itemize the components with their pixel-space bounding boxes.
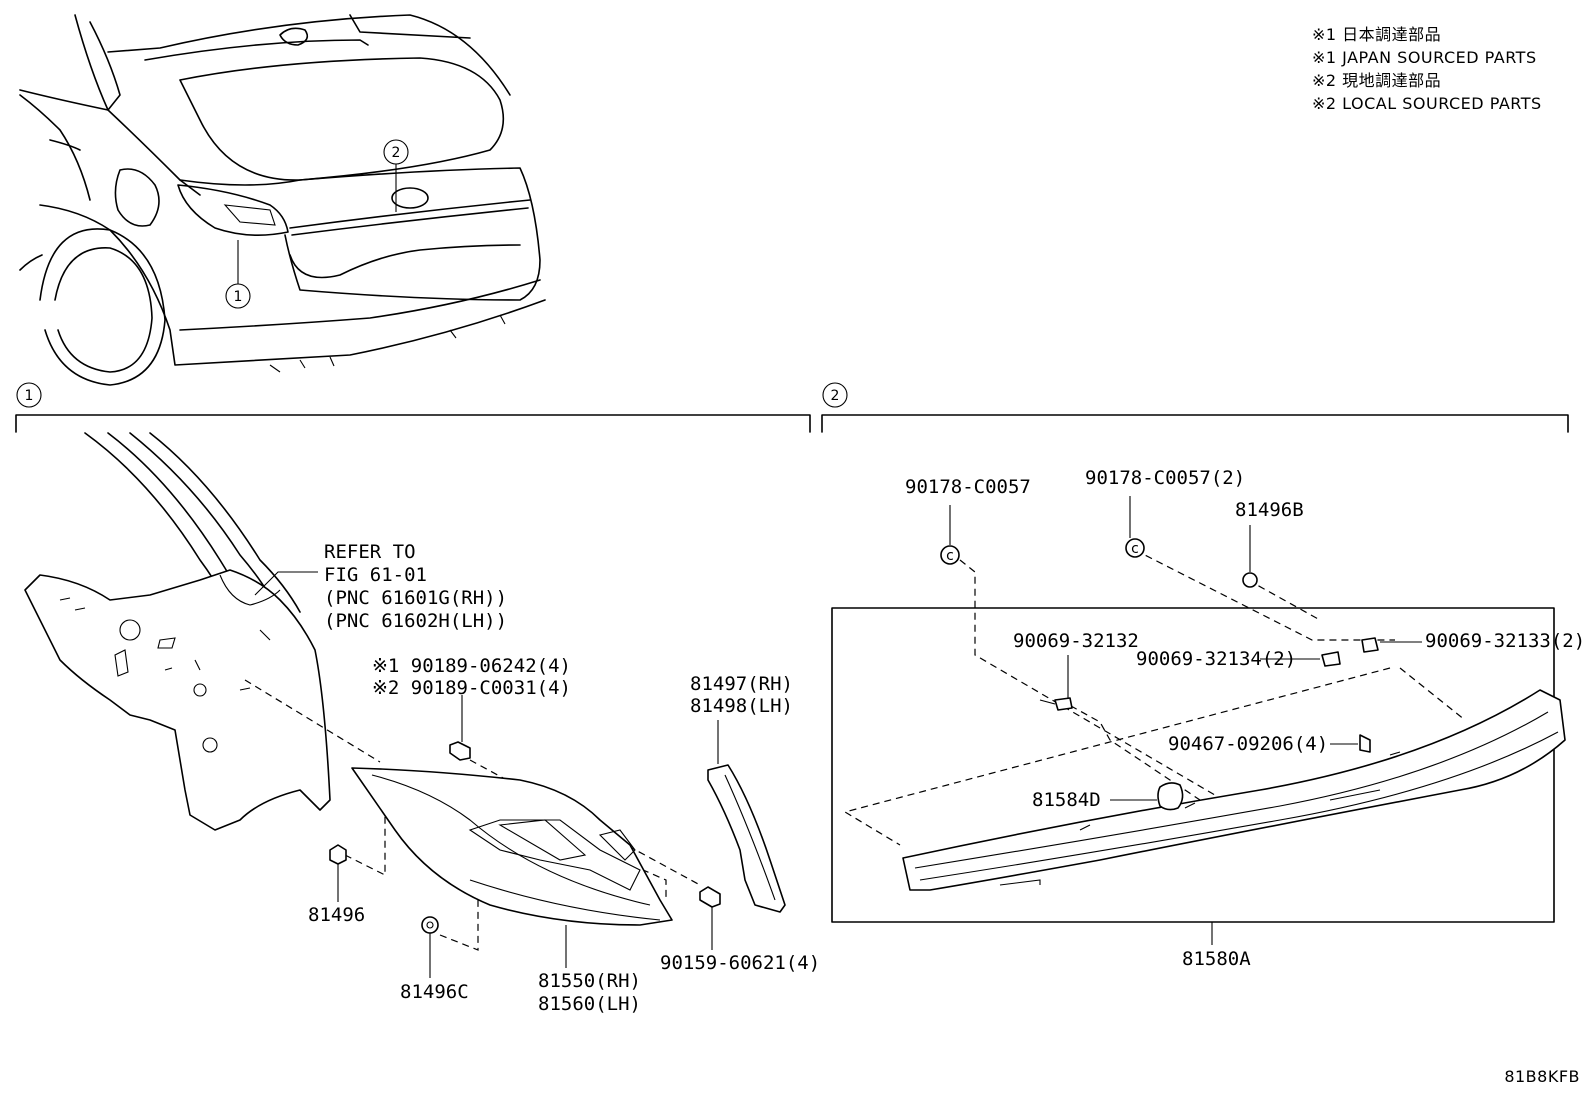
label-81580A: 81580A [1182,948,1251,970]
section-1-header: 1 [15,382,811,433]
figure-code: 81B8KFB [1504,1067,1580,1086]
label-90467-09206: 90467-09206(4) [1168,733,1328,755]
label-81550: 81550(RH) [538,970,641,992]
clip-90069-32134 [1260,651,1341,667]
note-japan-en: ※1 JAPAN SOURCED PARTS [1312,48,1537,67]
label-90189-06242: ※1 90189-06242(4) [372,655,571,677]
label-90069-32132: 90069-32132 [1013,630,1139,652]
vehicle-rear-overview: 1 2 [19,14,546,386]
note-local-jp: ※2 現地調達部品 [1312,71,1441,90]
clip-81496B [1242,525,1258,588]
label-81496B: 81496B [1235,499,1304,521]
note-local-en: ※2 LOCAL SOURCED PARTS [1312,94,1542,113]
svg-text:c: c [1131,541,1139,557]
label-90189-C0031: ※2 90189-C0031(4) [372,677,571,699]
section-1-drawing: REFER TO FIG 61-01 (PNC 61601G(RH)) (PNC… [24,432,820,1015]
refer-line-1: REFER TO [324,541,416,563]
label-90069-32134: 90069-32134(2) [1136,648,1296,670]
refer-line-3: (PNC 61601G(RH)) [324,587,507,609]
screw-90467-09206 [1330,734,1371,753]
clip-81496C [421,916,439,978]
sourcing-notes: ※1 日本調達部品 ※1 JAPAN SOURCED PARTS ※2 現地調達… [1312,25,1542,113]
svg-text:c: c [946,548,954,564]
label-81584D: 81584D [1032,789,1101,811]
overview-callout-2: 2 [392,145,401,161]
overview-callout-1: 1 [234,289,243,305]
label-81496: 81496 [308,904,365,926]
section-2-header: 2 [821,382,1569,433]
label-81497: 81497(RH) [690,673,793,695]
bolt-90189 [449,695,471,761]
clip-90178-a: c [940,505,960,565]
clip-90069-32133 [1361,637,1422,653]
section-callout-2: 2 [831,388,840,404]
label-90178-C0057-a: 90178-C0057 [905,476,1031,498]
screw-90069-32132 [1039,655,1073,711]
note-japan-jp: ※1 日本調達部品 [1312,25,1441,44]
section-2-drawing: c c [831,467,1585,970]
pad-81584D [1110,782,1184,811]
clip-90178-b: c [1125,496,1145,558]
nut-81496 [329,844,347,902]
label-90178-C0057-b: 90178-C0057(2) [1085,467,1245,489]
label-81560: 81560(LH) [538,993,641,1015]
refer-line-2: FIG 61-01 [324,564,427,586]
section-callout-1: 1 [25,388,34,404]
label-90159: 90159-60621(4) [660,952,820,974]
assembly-frame [831,607,1555,923]
refer-line-4: (PNC 61602H(LH)) [324,610,507,632]
label-81496C: 81496C [400,981,469,1003]
label-90069-32133: 90069-32133(2) [1425,630,1585,652]
screw-90159 [699,886,721,950]
label-81498: 81498(LH) [690,695,793,717]
